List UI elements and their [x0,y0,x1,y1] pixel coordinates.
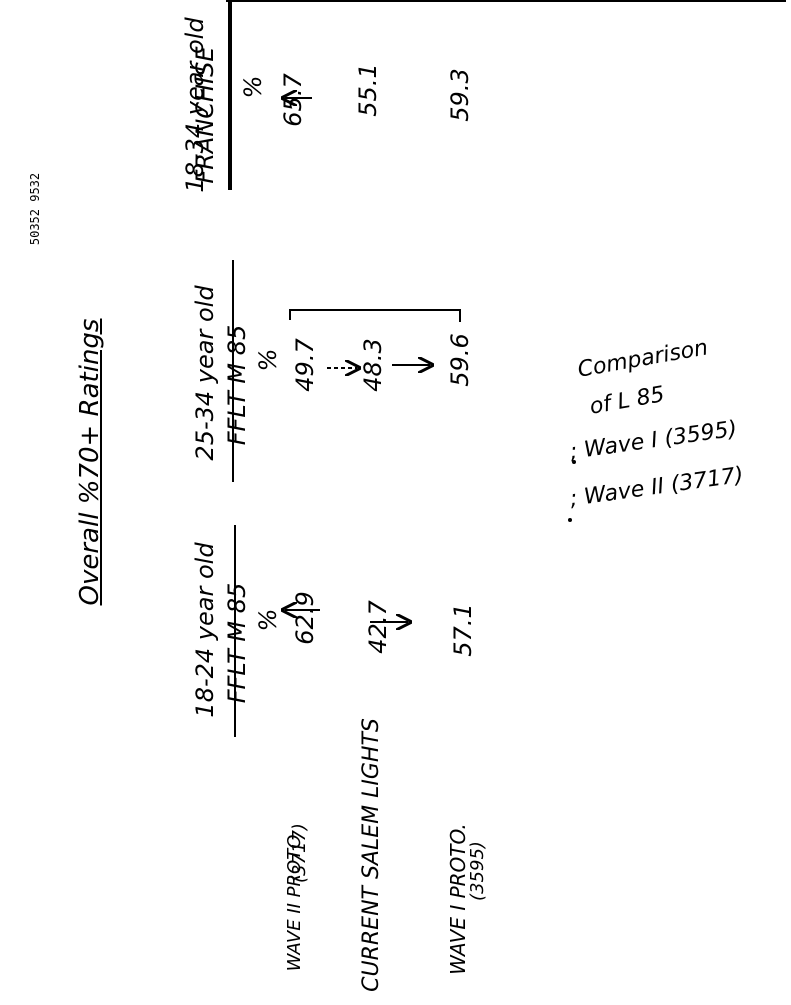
column-rule-1 [234,525,236,737]
bullet-dot-icon [572,460,576,464]
column-rule-2 [232,260,234,482]
bracket-icon [289,309,461,322]
bullet-dot-icon [568,518,572,522]
column-rule-3 [230,0,232,190]
page-border-line [228,0,230,190]
page-border-line [226,0,786,2]
